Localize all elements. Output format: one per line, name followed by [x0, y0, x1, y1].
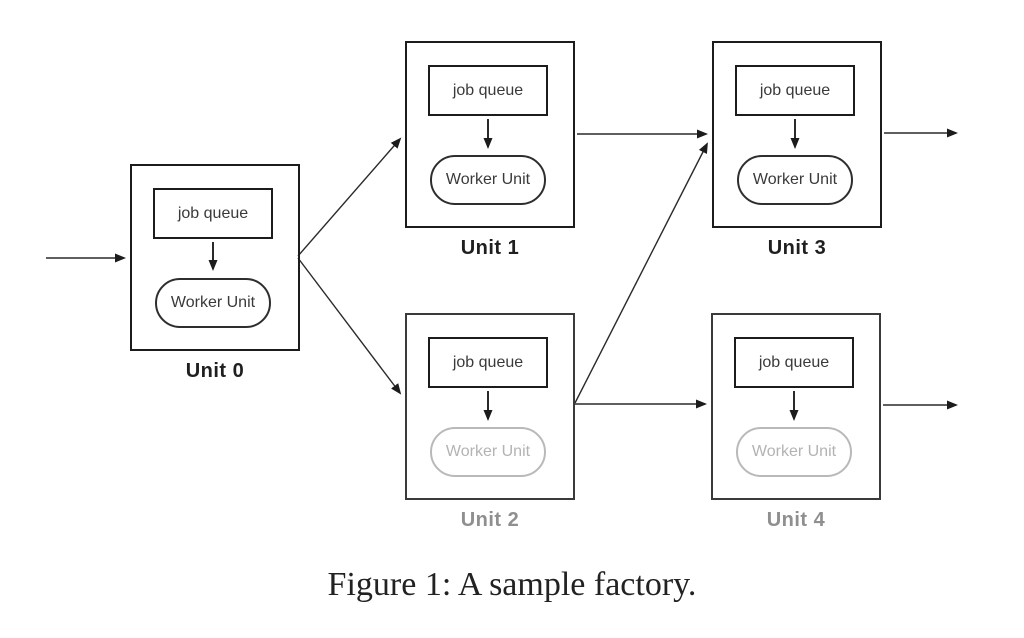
unit-3-worker: Worker Unit — [737, 155, 853, 205]
unit-2-box — [405, 313, 575, 500]
unit-3-worker-label: Worker Unit — [752, 171, 838, 188]
unit-0-worker-label: Worker Unit — [170, 294, 256, 311]
unit-0-label: Unit 0 — [185, 360, 245, 382]
figure-caption: Figure 1: A sample factory. — [327, 566, 697, 603]
unit-0-job-queue: job queue — [153, 188, 273, 239]
unit-4-worker-label: Worker Unit — [751, 443, 837, 460]
unit-3-job-queue: job queue — [735, 65, 855, 116]
unit-0-job-queue-label: job queue — [177, 204, 249, 222]
unit-4-job-queue: job queue — [734, 337, 854, 388]
unit-4-job-queue-label: job queue — [758, 353, 830, 371]
unit-2-job-queue: job queue — [428, 337, 548, 388]
edge-unit2-unit3 — [574, 142, 708, 404]
unit-2-label: Unit 2 — [460, 509, 520, 531]
unit-1-job-queue: job queue — [428, 65, 548, 116]
unit-1-worker: Worker Unit — [430, 155, 546, 205]
unit-4-box — [711, 313, 881, 500]
unit-1-box — [405, 41, 575, 228]
unit-4-label: Unit 4 — [766, 509, 826, 531]
unit-2-worker-label: Worker Unit — [445, 443, 531, 460]
unit-1-label: Unit 1 — [460, 237, 520, 259]
unit-2-job-queue-label: job queue — [452, 353, 524, 371]
unit-1-worker-label: Worker Unit — [445, 171, 531, 188]
unit-1-job-queue-label: job queue — [452, 81, 524, 99]
unit-3-box — [712, 41, 882, 228]
unit-3-job-queue-label: job queue — [759, 81, 831, 99]
unit-3-label: Unit 3 — [767, 237, 827, 259]
unit-2-worker: Worker Unit — [430, 427, 546, 477]
edge-unit0-unit1 — [297, 137, 402, 257]
edge-unit0-unit2 — [297, 257, 402, 395]
unit-4-worker: Worker Unit — [736, 427, 852, 477]
unit-0-box — [130, 164, 300, 351]
unit-0-worker: Worker Unit — [155, 278, 271, 328]
